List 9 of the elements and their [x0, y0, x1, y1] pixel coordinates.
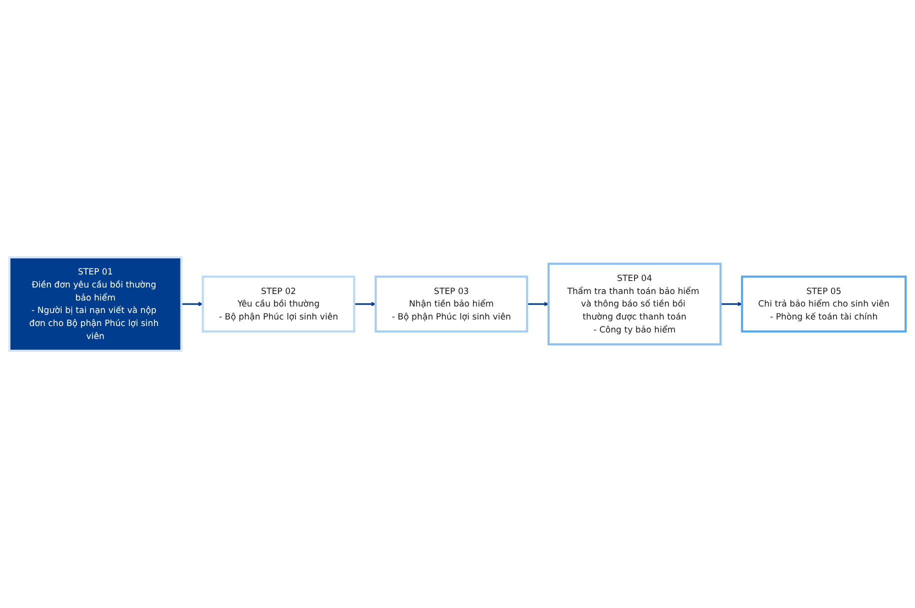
arrow	[527, 302, 549, 306]
node-box: STEP 01 Điền đơn yêu cầu bồi thường bảo hiểm - Người bị tai nạn viết và nộp đơn cho Bộ phận Phúc lợi sinh viên	[8, 256, 182, 352]
arrow	[354, 302, 376, 306]
arrow	[181, 302, 204, 306]
arrow	[720, 302, 742, 306]
node-box: STEP 02 Yêu cầu bồi thường - Bộ phận Phúc lợi sinh viên	[202, 276, 356, 332]
node-box: STEP 04 Thẩm tra thanh toán bảo hiểm và thông báo số tiền bồi thường được thanh toán - Công ty bảo hiểm	[548, 262, 722, 346]
node-box: STEP 05 Chi trả bảo hiểm cho sinh viên - Phòng kế toán tài chính	[740, 276, 907, 332]
node-box: STEP 03 Nhận tiền bảo hiểm - Bộ phận Phúc lợi sinh viên	[374, 276, 528, 332]
